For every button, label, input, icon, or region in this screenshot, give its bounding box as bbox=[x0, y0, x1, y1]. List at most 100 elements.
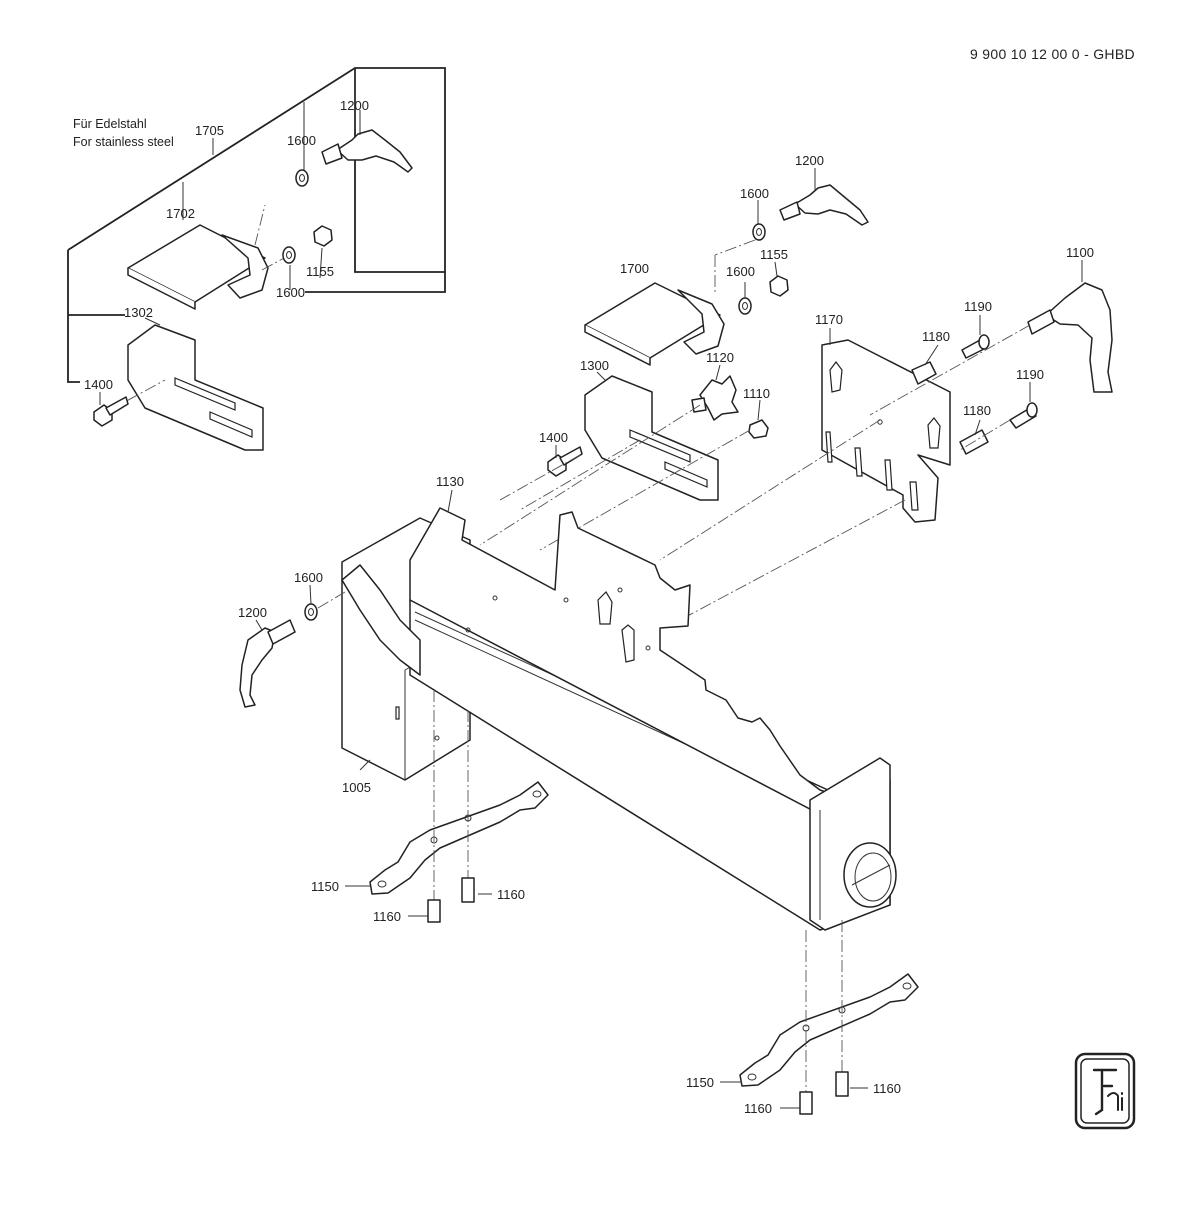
label-1200: 1200 bbox=[340, 98, 369, 113]
screw-1160 bbox=[461, 877, 475, 903]
outlet-pipe-inner bbox=[854, 852, 892, 902]
washer-1600 bbox=[295, 169, 309, 187]
label-1170: 1170 bbox=[815, 312, 843, 327]
foot-1150 bbox=[369, 781, 549, 895]
lever-thread bbox=[267, 619, 296, 645]
axis-line bbox=[659, 419, 881, 561]
bracket-slot bbox=[209, 411, 253, 438]
keyhole-slot bbox=[597, 591, 613, 625]
washer-1600 bbox=[282, 246, 296, 264]
label-1160: 1160 bbox=[497, 887, 525, 902]
label-1705: 1705 bbox=[195, 123, 224, 138]
label-1600: 1600 bbox=[740, 186, 769, 201]
axis-line bbox=[714, 239, 756, 256]
axis-line bbox=[679, 499, 906, 621]
label-1160: 1160 bbox=[744, 1101, 772, 1116]
leader-lines bbox=[99, 110, 1083, 1109]
lever-thread bbox=[1027, 309, 1055, 335]
label-1600: 1600 bbox=[276, 285, 305, 300]
trough-end-left bbox=[341, 564, 421, 676]
trough-back-wall bbox=[409, 507, 851, 831]
feet-group bbox=[369, 690, 919, 1115]
washer-1600 bbox=[752, 223, 766, 241]
label-1130: 1130 bbox=[436, 474, 464, 489]
axis-line bbox=[499, 454, 581, 501]
label-1600: 1600 bbox=[294, 570, 323, 585]
plate-1700-hinge bbox=[677, 289, 725, 355]
nut-1155 bbox=[769, 275, 789, 297]
keyhole-slot bbox=[829, 361, 843, 393]
plate-1702-edge bbox=[127, 268, 196, 310]
screw-1160 bbox=[835, 1071, 849, 1097]
label-1160: 1160 bbox=[373, 909, 401, 924]
screw-1110 bbox=[748, 419, 769, 439]
stainless-steel-kit: Für Edelstahl For stainless steel bbox=[67, 67, 446, 451]
axis-line bbox=[869, 324, 1031, 416]
upper-clamp-group bbox=[479, 184, 1113, 621]
label-1120: 1120 bbox=[706, 350, 734, 365]
plate-1700-edge bbox=[584, 325, 651, 366]
label-1180: 1180 bbox=[922, 329, 950, 344]
axis-line bbox=[254, 204, 266, 246]
label-1700: 1700 bbox=[620, 261, 649, 276]
lever-thread bbox=[321, 143, 343, 165]
label-1302: 1302 bbox=[124, 305, 153, 320]
spacer-1180 bbox=[911, 361, 937, 385]
label-1160: 1160 bbox=[873, 1081, 901, 1096]
bracket-slot bbox=[629, 429, 691, 463]
screw-1160 bbox=[427, 899, 441, 923]
label-1200: 1200 bbox=[795, 153, 824, 168]
star-knob-1120 bbox=[699, 375, 739, 421]
keyhole-slot bbox=[927, 417, 941, 449]
kit-bracket-ticks bbox=[182, 68, 356, 220]
label-1180: 1180 bbox=[963, 403, 991, 418]
label-1190: 1190 bbox=[964, 299, 992, 314]
lever-thread bbox=[779, 201, 801, 221]
trough-body-1130 bbox=[341, 507, 897, 931]
plate-1702 bbox=[127, 224, 266, 303]
label-1300: 1300 bbox=[580, 358, 609, 373]
plate-slot bbox=[884, 459, 893, 491]
label-1005: 1005 bbox=[342, 780, 371, 795]
plate-1702-hinge bbox=[221, 234, 269, 299]
document-code: 9 900 10 12 00 0 - GHBD bbox=[970, 46, 1135, 62]
label-1400: 1400 bbox=[539, 430, 568, 445]
foot-1150 bbox=[739, 973, 919, 1087]
label-1200: 1200 bbox=[238, 605, 267, 620]
plate-slot bbox=[825, 431, 833, 463]
label-1600: 1600 bbox=[726, 264, 755, 279]
plate-slot bbox=[909, 481, 919, 511]
kit-bracket-frame bbox=[67, 67, 446, 383]
screw-1160 bbox=[799, 1091, 813, 1115]
screw-1400-thread bbox=[105, 396, 129, 416]
label-1155: 1155 bbox=[306, 264, 334, 279]
end-wall-slot bbox=[395, 706, 400, 720]
clamping-lever-1200 bbox=[336, 129, 413, 173]
label-1190: 1190 bbox=[1016, 367, 1044, 382]
bracket-slot bbox=[664, 461, 708, 488]
plate-slot bbox=[854, 447, 863, 477]
part-labels: 1705 1200 1600 1702 1155 1600 1302 1400 … bbox=[84, 98, 1094, 1116]
label-1600: 1600 bbox=[287, 133, 316, 148]
label-1150: 1150 bbox=[686, 1075, 714, 1090]
bracket-slot bbox=[174, 377, 236, 411]
washer-1600 bbox=[304, 603, 318, 621]
wall-slot bbox=[621, 624, 635, 663]
nut-1155 bbox=[313, 225, 333, 247]
clamping-lever-1200 bbox=[239, 627, 276, 708]
screw-1400-thread bbox=[559, 446, 583, 466]
label-1400: 1400 bbox=[84, 377, 113, 392]
axis-line bbox=[519, 439, 641, 511]
axis-line bbox=[959, 419, 1011, 451]
label-1702: 1702 bbox=[166, 206, 195, 221]
label-1110: 1110 bbox=[743, 386, 770, 401]
axis-line bbox=[317, 591, 346, 609]
label-1100: 1100 bbox=[1066, 245, 1094, 260]
axis-line bbox=[479, 404, 701, 546]
clamping-lever-1100 bbox=[1045, 282, 1113, 393]
label-1155: 1155 bbox=[760, 247, 788, 262]
note-german: Für Edelstahl bbox=[73, 117, 147, 131]
knob-thread bbox=[691, 397, 707, 413]
